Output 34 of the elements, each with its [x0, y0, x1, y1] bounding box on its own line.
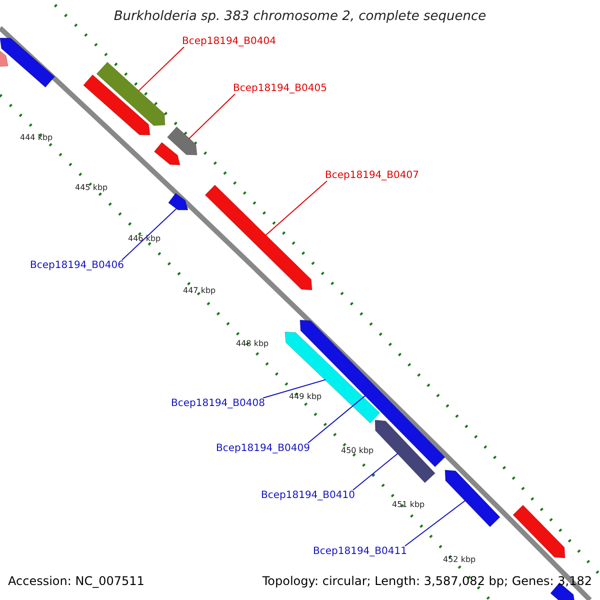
- gene-label: Bcep18194_B0410: [261, 490, 355, 501]
- leader-line: [307, 395, 366, 444]
- tick-label: 445 kbp: [75, 184, 108, 193]
- gene-label: Bcep18194_B0406: [30, 260, 124, 271]
- leader-line: [352, 452, 398, 490]
- tick-label: 451 kbp: [392, 501, 425, 510]
- gene-segment: [168, 192, 188, 210]
- leader-line: [404, 500, 466, 546]
- gene-segment: [96, 62, 166, 126]
- leader-line: [138, 46, 184, 92]
- gene-label: Bcep18194_B0404: [182, 36, 276, 47]
- gene-label: Bcep18194_B0411: [313, 546, 407, 557]
- gene-label: Bcep18194_B0405: [233, 83, 327, 94]
- tick-label: 449 kbp: [289, 393, 322, 402]
- leader-line: [265, 180, 328, 236]
- map-title: Burkholderia sp. 383 chromosome 2, complete sequence: [112, 10, 488, 24]
- tick-label: 452 kbp: [443, 556, 476, 565]
- gene-label: Bcep18194_B0407: [325, 170, 419, 181]
- leader-line: [121, 208, 178, 260]
- accession-text: Accession: NC_007511: [8, 575, 144, 588]
- summary-text: Topology: circular; Length: 3,587,082 bp; Genes: 3,182: [262, 575, 592, 588]
- gene-label: Bcep18194_B0409: [216, 443, 310, 454]
- leader-line: [262, 379, 326, 398]
- gene-label: Bcep18194_B0408: [171, 398, 265, 409]
- tick-label: 448 kbp: [236, 340, 269, 349]
- gene-segment: [167, 126, 198, 156]
- tick-label: 447 kbp: [183, 287, 216, 296]
- gene-segment: [284, 332, 380, 424]
- gene-segment: [444, 470, 500, 528]
- gene-segment: [374, 420, 436, 484]
- leader-line: [188, 94, 236, 140]
- tick-label: 450 kbp: [341, 447, 374, 456]
- tick-label: 444 kbp: [20, 134, 53, 143]
- tick-label: 446 kbp: [128, 235, 161, 244]
